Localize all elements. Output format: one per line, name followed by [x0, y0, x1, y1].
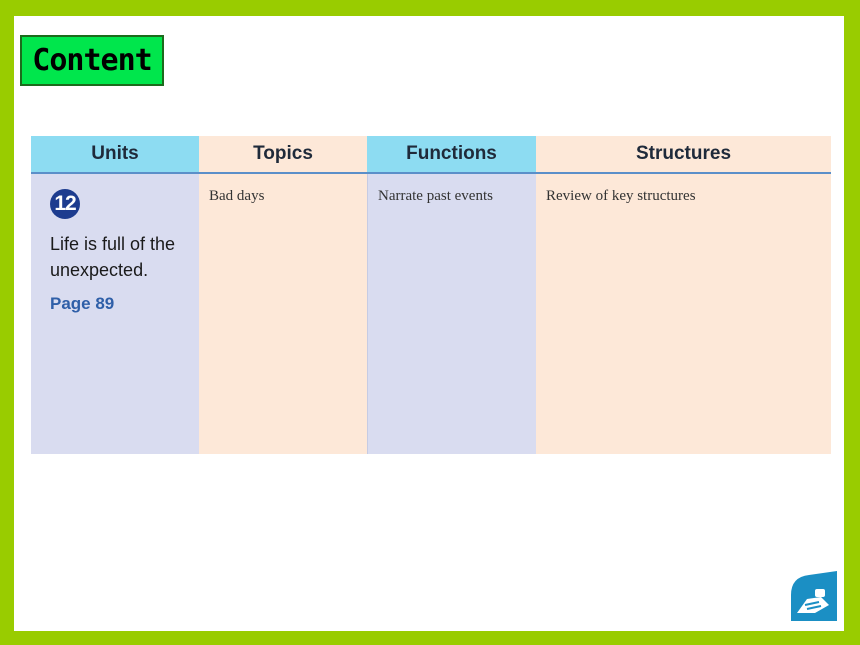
cell-structure: Review of key structures	[536, 174, 831, 454]
unit-page-link[interactable]: Page 89	[50, 294, 115, 313]
content-heading: Content	[20, 35, 164, 86]
header-divider	[31, 172, 831, 174]
header-functions: Functions	[367, 136, 536, 172]
function-text: Narrate past events	[378, 188, 493, 204]
content-table: Units Topics Functions Structures 12 Lif…	[31, 136, 831, 454]
publisher-logo-icon	[791, 571, 837, 621]
header-structures: Structures	[536, 136, 831, 172]
header-units: Units	[31, 136, 199, 172]
structure-text: Review of key structures	[546, 188, 696, 204]
unit-number-badge: 12	[50, 189, 80, 219]
topic-text: Bad days	[209, 188, 265, 204]
unit-title: Life is full of the unexpected.	[50, 234, 176, 280]
cell-unit: 12 Life is full of the unexpected. Page …	[31, 174, 199, 454]
cell-topic: Bad days	[199, 174, 367, 454]
cell-function: Narrate past events	[367, 174, 536, 454]
header-topics: Topics	[199, 136, 367, 172]
